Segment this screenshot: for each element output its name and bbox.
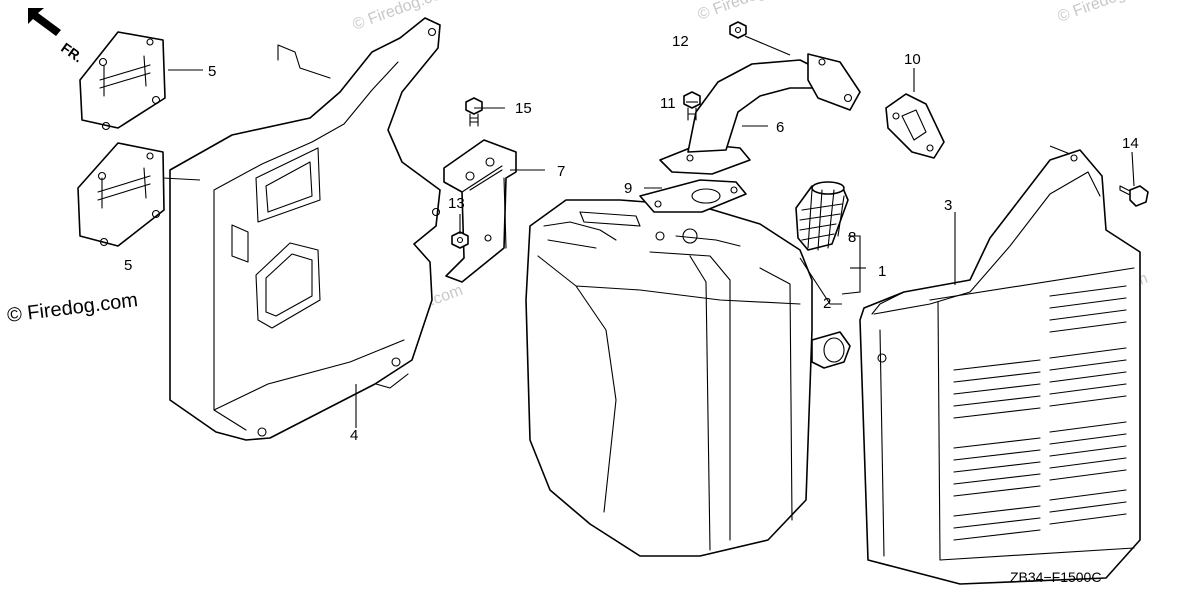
leader-lines (162, 35, 1135, 428)
callout-1: 1 (878, 263, 886, 280)
callout-11: 11 (660, 95, 676, 112)
faint-watermark: © Firedog.com (1056, 0, 1161, 26)
part-6-exhaust-pipe (659, 53, 861, 175)
part-7-muffler-bracket (443, 139, 517, 283)
front-direction-arrow: FR. (28, 8, 86, 65)
callout-6: 6 (776, 119, 784, 136)
part-13-nut (451, 231, 469, 249)
part-11-bolt (683, 91, 701, 121)
callout-8: 8 (848, 229, 856, 246)
part-4-muffler-protector (169, 17, 441, 441)
callout-5-upper: 5 (208, 63, 216, 80)
callout-13: 13 (448, 195, 465, 212)
part-9-exhaust-gasket (639, 179, 747, 213)
callout-numbers: 1 2 3 4 5 5 6 7 8 9 10 11 12 13 14 15 (124, 33, 1139, 444)
part-5-plate-lower (77, 142, 165, 247)
callout-12: 12 (672, 33, 689, 50)
callout-2: 2 (823, 295, 831, 312)
direction-label: FR. (58, 39, 86, 65)
callout-5-lower: 5 (124, 257, 132, 274)
callout-14: 14 (1122, 135, 1139, 152)
cover-louvers (953, 285, 1127, 541)
diagram-code: ZB34−F1500C (1010, 569, 1101, 585)
part-10-pipe-gasket (885, 93, 945, 159)
callout-3: 3 (944, 197, 952, 214)
callout-4: 4 (350, 427, 358, 444)
part-12-nut (729, 21, 747, 39)
callout-7: 7 (557, 163, 565, 180)
watermark: © Firedog.com (6, 289, 139, 327)
part-5-plate-upper (79, 31, 166, 131)
part-8-spark-arrester (795, 181, 849, 251)
part-14-bolt (1119, 185, 1149, 207)
callout-10: 10 (904, 51, 921, 68)
faint-watermark: © Firedog.com (696, 0, 801, 24)
callout-15: 15 (515, 100, 532, 117)
callout-9: 9 (624, 180, 632, 197)
part-15-bolt (465, 97, 483, 127)
part-1-muffler (525, 199, 851, 557)
part-3-muffler-cover (859, 149, 1141, 585)
